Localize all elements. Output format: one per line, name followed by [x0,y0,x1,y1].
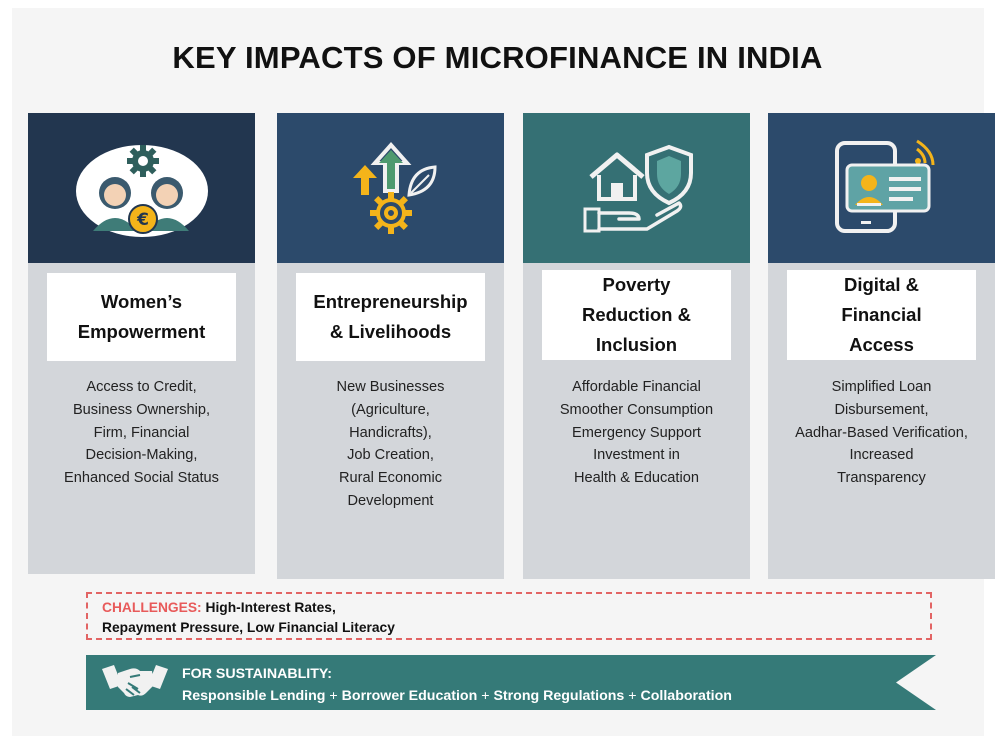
desc-line: Increased [849,447,914,464]
desc-line: Job Creation, [347,447,434,464]
desc-line: New Businesses [336,379,445,395]
house-shield-hand-icon [583,144,693,233]
desc-line: Smoother Consumption [559,401,714,418]
plus-separator: + [628,688,637,704]
card-label-line: Entrepreneurship [313,291,468,312]
banner-ribbon [86,655,936,710]
desc-line: (Agriculture, [351,401,430,418]
desc-line: Rural Economic [338,470,442,487]
desc-line: Health & Education [574,470,699,487]
card-header: € [28,113,255,263]
desc-line: Firm, Financial [93,424,190,441]
card-label: Entrepreneurship & Livelihoods [296,273,485,361]
desc-line: Investment in [593,447,680,464]
card-description: Simplified Loan Disbursement, Aadhar-Bas… [768,376,995,490]
sustainability-heading: FOR SUSTAINABLITY: [182,666,333,682]
card-description: Access to Credit, Business Ownership, Fi… [28,376,255,490]
card-header [277,113,504,263]
desc-line: Handicrafts), [349,424,432,441]
desc-line: Simplified Loan [831,379,932,395]
sustainability-items: Responsible Lending + Borrower Education… [182,685,732,707]
desc-line: Disbursement, [834,401,929,418]
growth-arrows-gear-leaf-icon [352,141,437,234]
plus-separator: + [329,688,338,704]
card-label-line: Reduction & [582,304,691,325]
card-label-line: Digital & [843,274,919,295]
sustainability-banner: FOR SUSTAINABLITY: Responsible Lending +… [86,655,936,710]
handshake-icon [102,665,168,697]
card-label-line: & Livelihoods [329,321,452,342]
card-label-line: Access [849,334,914,355]
card-label-line: Financial [841,304,922,325]
desc-line: Business Ownership, [72,401,211,418]
women-euro-gear-icon: € [75,145,208,237]
desc-line: Decision-Making, [85,447,198,464]
card-description: Affordable Financial Smoother Consumptio… [523,376,750,490]
sustainability-item: Borrower Education [341,688,478,704]
card-entrepreneurship: Entrepreneurship & Livelihoods New Busine… [277,113,504,579]
challenges-line-1: High-Interest Rates, [201,600,336,615]
card-label-line: Poverty [602,274,671,295]
desc-line: Enhanced Social Status [64,470,219,487]
desc-line: Emergency Support [572,424,701,441]
sustainability-item: Collaboration [640,688,732,704]
desc-line: Aadhar-Based Verification, [795,424,968,441]
desc-line: Transparency [837,470,926,487]
sustainability-item: Strong Regulations [493,688,625,704]
sustainability-item: Responsible Lending [182,688,326,704]
phone-id-card-icon [834,139,934,233]
plus-separator: + [481,688,490,704]
challenges-line-2: Repayment Pressure, Low Financial Litera… [102,620,395,635]
card-header [523,113,750,263]
desc-line: Development [347,492,434,509]
sustainability-text: FOR SUSTAINABLITY: Responsible Lending +… [182,663,732,707]
svg-text:€: € [136,210,149,230]
card-label-line: Inclusion [595,334,678,355]
card-label-line: Empowerment [77,321,206,342]
card-header [768,113,995,263]
desc-line: Affordable Financial [572,379,701,395]
desc-line: Access to Credit, [86,379,197,395]
card-description: New Businesses (Agriculture, Handicrafts… [277,376,504,513]
card-label-line: Women’s [100,291,183,312]
page-title: KEY IMPACTS OF MICROFINANCE IN INDIA [172,40,823,75]
challenges-lead: CHALLENGES: [102,600,202,615]
challenges-box: CHALLENGES: High-Interest Rates, Repayme… [86,592,932,640]
